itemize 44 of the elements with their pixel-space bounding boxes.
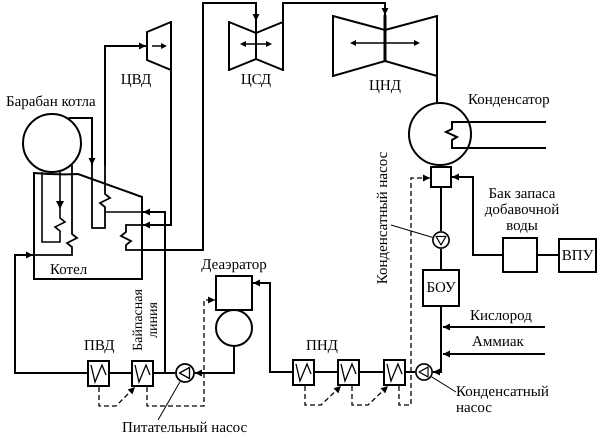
- dashed-arrow: [146, 296, 215, 407]
- flow-arrow: [104, 42, 146, 165]
- pipe-line: [110, 372, 131, 374]
- pipe-line: [315, 371, 337, 373]
- unit-label: ВПУ: [562, 248, 594, 264]
- pipe-line: [538, 254, 558, 256]
- drum-label: Барабан котла: [6, 94, 96, 110]
- leader-line: [158, 381, 180, 420]
- supply-label: Кислород: [470, 308, 532, 324]
- leader-line: [390, 224, 433, 238]
- flow-arrow: [452, 174, 502, 256]
- pipe-line: [360, 371, 383, 373]
- pump-caption: Питательный насос: [122, 420, 248, 436]
- flow-arrow: [68, 117, 96, 165]
- tank-label: Бак запаса добавочной воды: [484, 186, 560, 234]
- turbine-label: ЦВД: [120, 72, 152, 88]
- heater-group-label: ПНД: [306, 338, 338, 354]
- turbine-label: ЦНД: [369, 78, 401, 94]
- dashed-arrow: [304, 386, 342, 406]
- pipe-line: [440, 188, 442, 231]
- dashed-arrow: [398, 174, 430, 406]
- flow-arrow: [14, 252, 87, 374]
- pump-caption: Конденсатный насос: [375, 152, 391, 284]
- pipe-line: [440, 249, 442, 269]
- flow-arrow: [143, 2, 260, 251]
- supply-label: Аммиак: [472, 334, 524, 350]
- turbine-label: ЦСД: [240, 72, 272, 88]
- dashed-arrow: [351, 386, 388, 406]
- condenser-label: Конденсатор: [468, 92, 550, 108]
- flow-arrow: [433, 307, 442, 376]
- leader-line: [431, 376, 456, 392]
- heater-group-label: ПВД: [84, 338, 114, 354]
- pipe-line: [436, 77, 438, 102]
- unit-label: БОУ: [426, 280, 456, 296]
- pump-caption: Конденсатный насос: [456, 384, 566, 416]
- pipe-line: [406, 371, 415, 373]
- flow-arrow: [282, 2, 388, 21]
- flow-arrow: [143, 71, 172, 228]
- deaerator-label: Деаэратор: [201, 257, 267, 273]
- flow-arrow: [195, 347, 235, 376]
- dashed-arrow: [98, 386, 136, 407]
- flow-arrow: [253, 280, 292, 373]
- boiler-label: Котел: [50, 262, 88, 278]
- flow-arrow: [143, 208, 175, 374]
